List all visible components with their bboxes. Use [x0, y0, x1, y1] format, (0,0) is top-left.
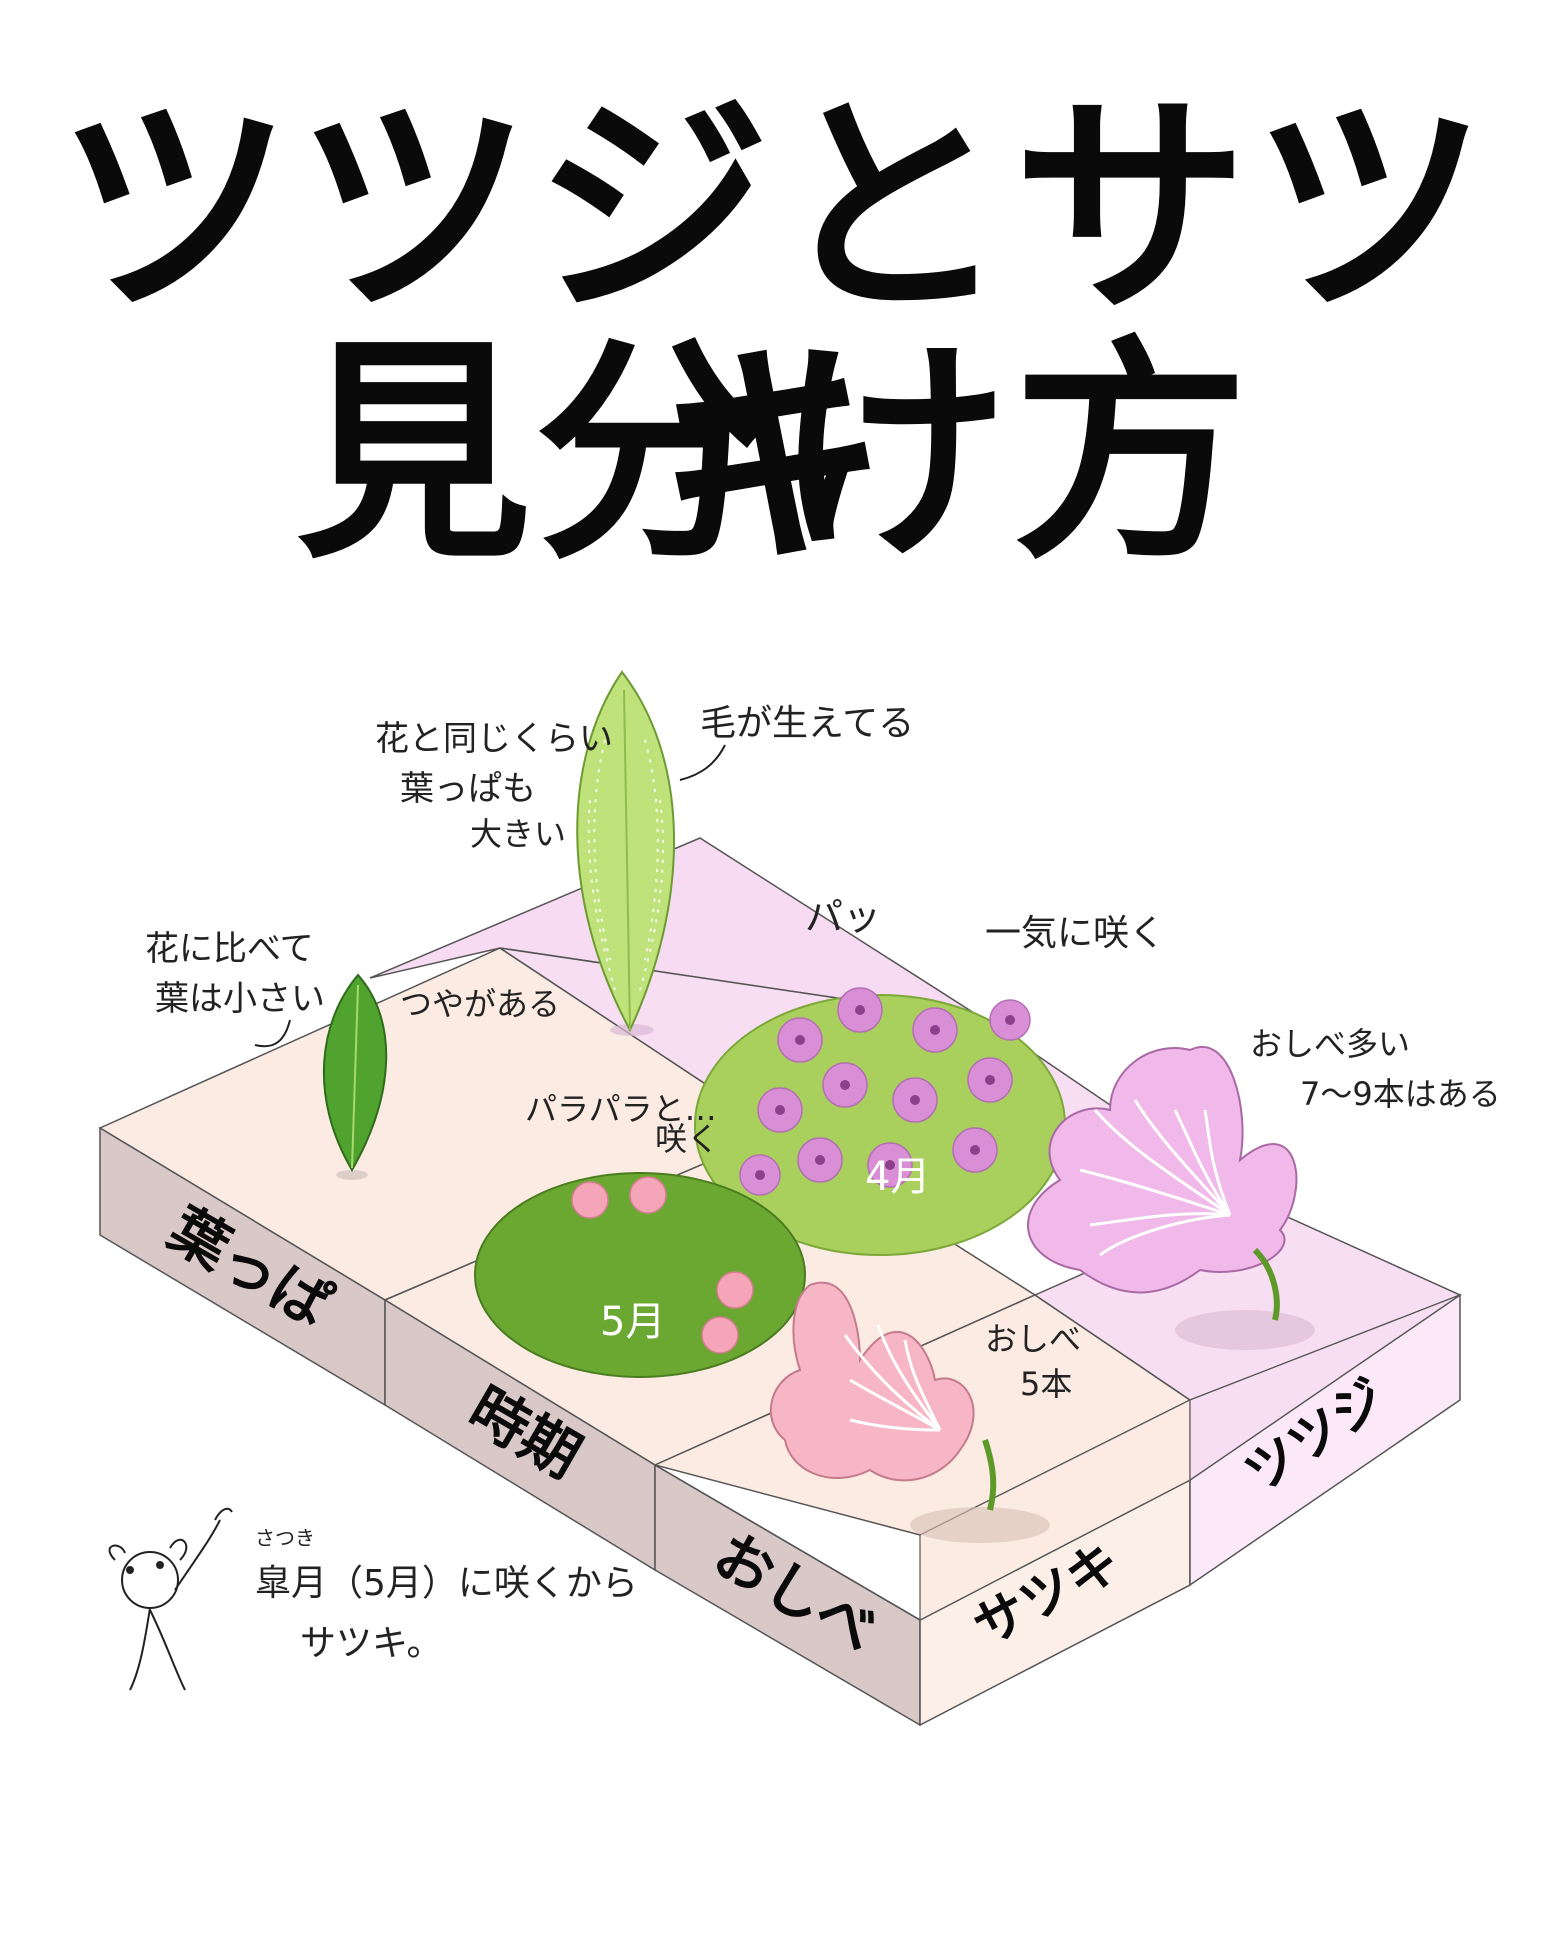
note-tsutsuji-leaf-1: 花と同じくらい: [375, 719, 613, 759]
satsuki-flower-illustration: [769, 1281, 1050, 1543]
note-satsuki-stamen-2: 5本: [1020, 1365, 1072, 1403]
satsuki-bush-illustration: [474, 1172, 806, 1378]
note-tsutsuji-leaf-2: 葉っぱも: [400, 769, 536, 809]
footnote-line-1: 皐月（5月）に咲くから: [255, 1563, 638, 1604]
note-satsuki-leaf-1: 花に比べて: [145, 929, 314, 969]
page-title-line1: ツツジとサツキ: [57, 73, 1491, 596]
note-satsuki-bloom-2: 咲く: [655, 1120, 719, 1158]
footnote-ruby: さつき: [255, 1526, 315, 1550]
note-satsuki-leaf-2: 葉は小さい: [155, 979, 325, 1019]
page-title-line2: 見分け方: [296, 318, 1252, 591]
tsutsuji-bush-illustration: [694, 987, 1066, 1256]
note-tsutsuji-leaf-hair: 毛が生えてる: [700, 703, 914, 744]
pointing-character-illustration: [108, 1507, 233, 1691]
footnote-line-2: サツキ。: [300, 1623, 443, 1664]
note-tsutsuji-bloom-all: 一気に咲く: [985, 913, 1165, 954]
satsuki-leaf-illustration: [322, 973, 388, 1180]
note-satsuki-bloom-1: パラパラと…: [525, 1090, 717, 1128]
note-tsutsuji-stamen-1: おしべ多い: [1250, 1025, 1410, 1063]
note-satsuki-leaf-gloss: つやがある: [400, 985, 560, 1023]
note-tsutsuji-month: 4月: [865, 1154, 930, 1200]
note-satsuki-stamen-1: おしべ: [985, 1320, 1081, 1358]
note-tsutsuji-leaf-3: 大きい: [470, 815, 566, 853]
tsutsuji-leaf-illustration: [576, 670, 675, 1036]
note-tsutsuji-stamen-2: 7〜9本はある: [1300, 1075, 1501, 1113]
note-satsuki-month: 5月: [600, 1299, 665, 1345]
tsutsuji-flower-illustration: [1026, 1046, 1315, 1350]
note-tsutsuji-bloom-pa: パッ: [805, 895, 881, 939]
